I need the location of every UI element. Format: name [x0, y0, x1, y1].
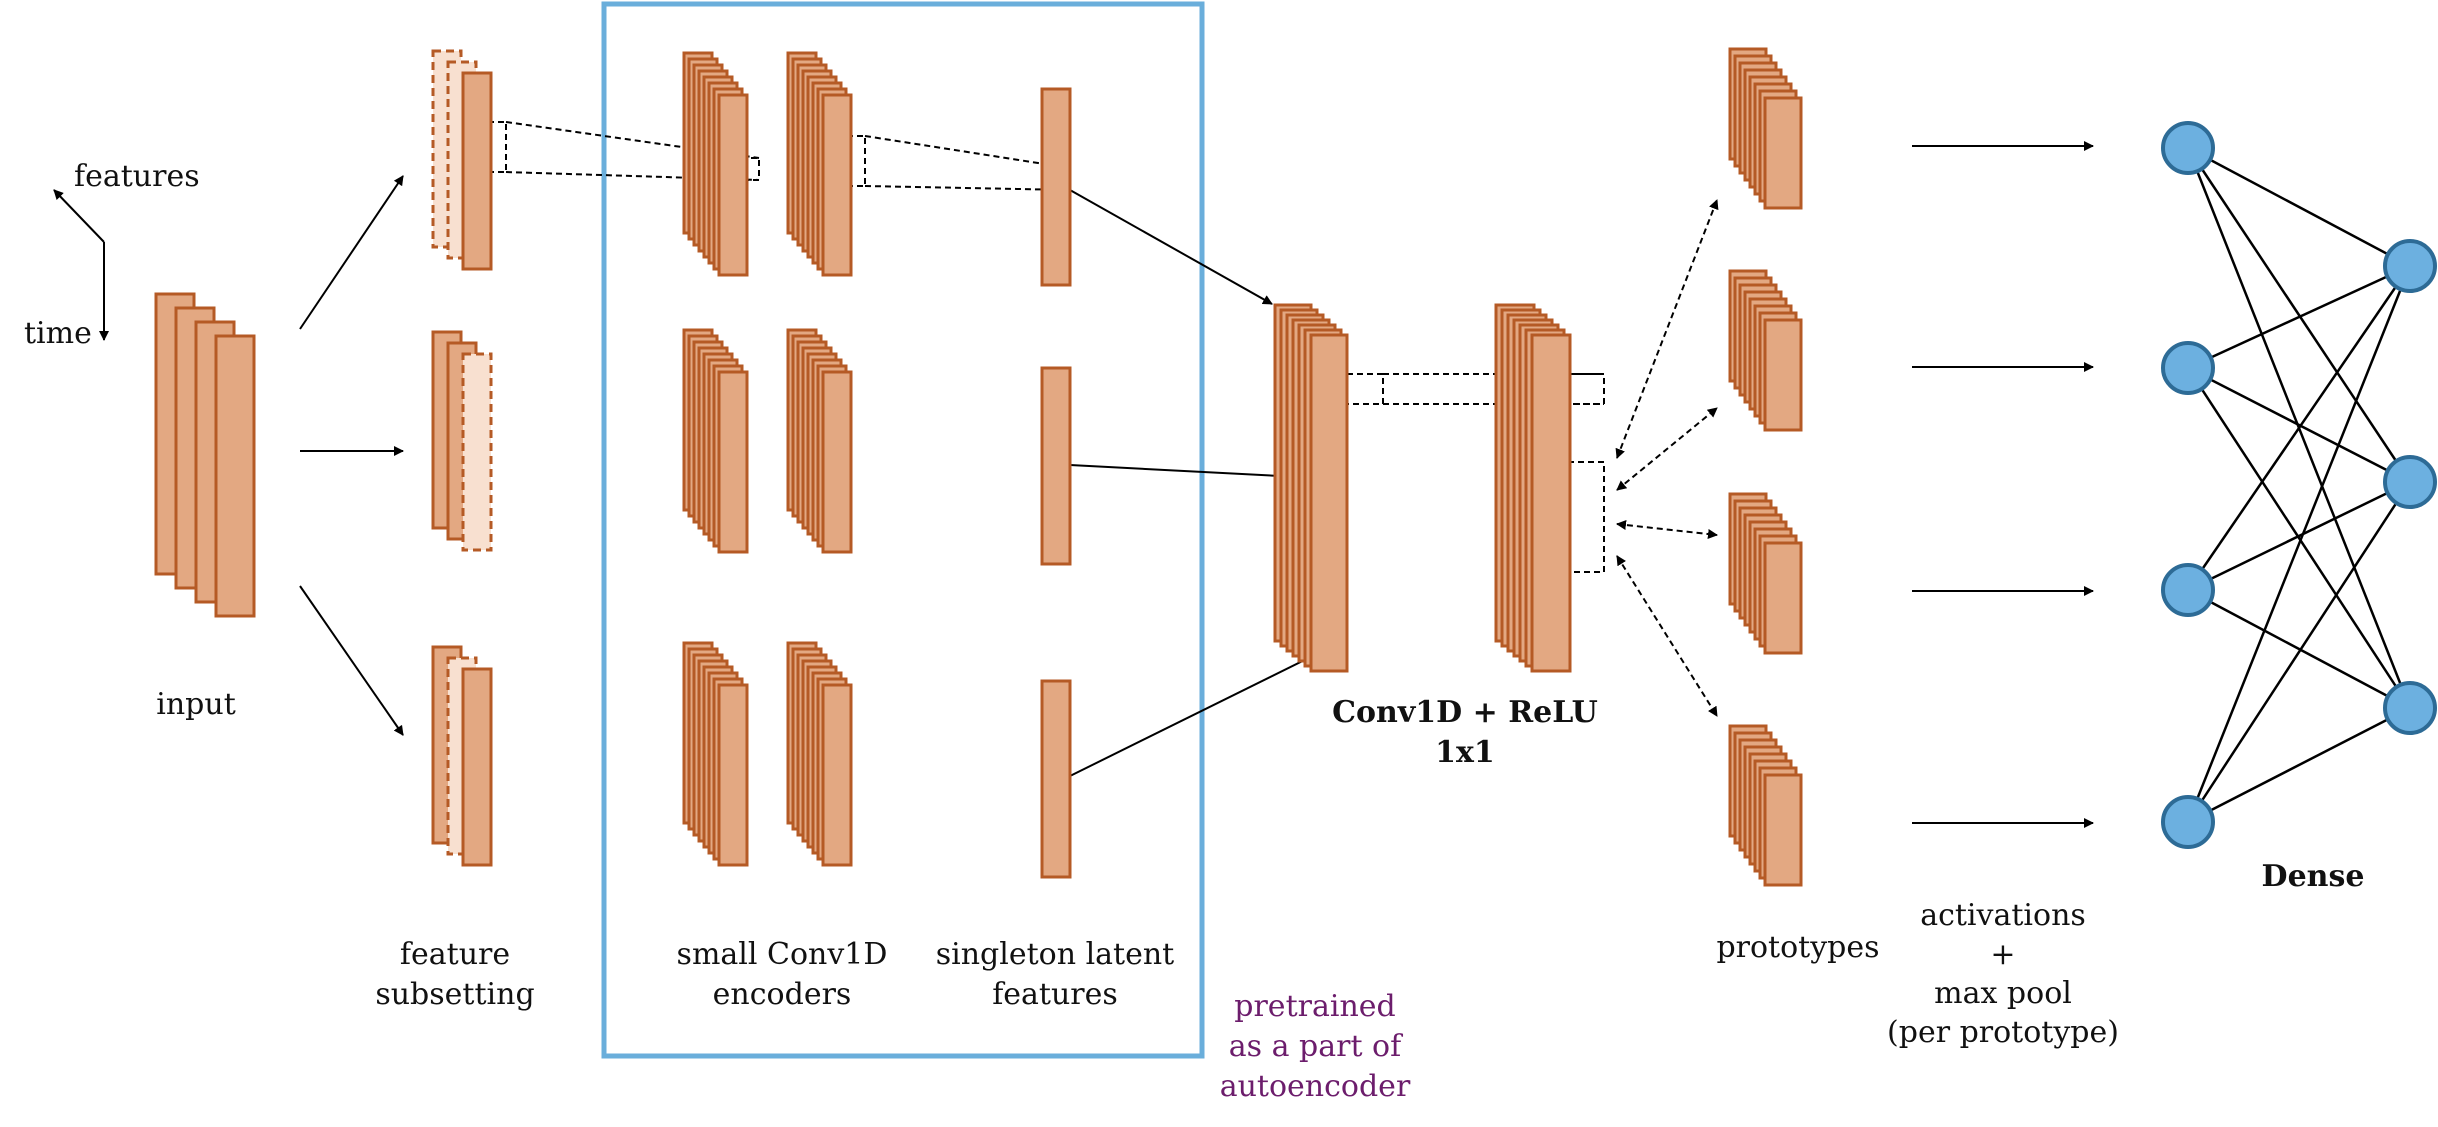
encoder-a-stack-2 [682, 328, 749, 554]
conv-stack-sheet [1530, 333, 1572, 673]
prototypes-label: prototypes [1716, 930, 1879, 965]
activations-label-line2: + [1990, 937, 2015, 972]
encoders-label-line1: small Conv1D [677, 937, 888, 972]
encoder-b-stack-3-sheet [821, 683, 853, 867]
pretrained-box-border [601, 1, 1205, 1059]
feature-subsetting-label-line2: subsetting [375, 977, 534, 1012]
layer-stacks [154, 47, 1803, 887]
encoder-a-stack-2-sheet [717, 370, 749, 554]
prototype-stack-2-sheet [1763, 318, 1803, 432]
conv-label-line2: 1x1 [1435, 735, 1495, 770]
input-label: input [156, 687, 236, 722]
projection-line-bottom-2 [864, 185, 1071, 191]
dense-connection [2187, 706, 2411, 824]
dense-connection [2186, 265, 2412, 591]
dense-network [2161, 121, 2437, 849]
prototype-stack-3-sheet [1763, 541, 1803, 655]
prototype-stack-2 [1728, 269, 1803, 432]
features-axis-label: features [74, 159, 200, 194]
prototype-stack-4 [1728, 724, 1803, 887]
subset-stack-2 [431, 330, 493, 552]
latent-feature-2 [1040, 366, 1072, 566]
receptive-field-merged [1346, 373, 1384, 405]
encoder-b-stack-1-sheet [821, 93, 853, 277]
time-axis-label: time [24, 316, 92, 351]
subset-stack-1-sheet [461, 71, 493, 271]
subset-stack-2-sheet [461, 352, 493, 552]
latent-feature-1 [1040, 87, 1072, 287]
output-neuron-1 [2383, 239, 2437, 293]
activations-label-line4: (per prototype) [1887, 1015, 2119, 1050]
features-axis-arrow [53, 189, 105, 243]
encoder-b-stack-2-sheet [821, 370, 853, 554]
prototype-stack-1-sheet [1763, 96, 1803, 210]
encoder-a-stack-3-sheet [717, 683, 749, 867]
dense-connection [2186, 367, 2412, 709]
conv-label-line1: Conv1D + ReLU [1332, 695, 1598, 730]
input-neuron-1 [2161, 121, 2215, 175]
similarity-arrow-3 [1616, 520, 1718, 539]
prototype-stack-3 [1728, 492, 1803, 655]
input-neuron-2 [2161, 341, 2215, 395]
activations-label-line3: max pool [1934, 976, 2072, 1011]
output-neuron-2 [2383, 455, 2437, 509]
encoders-label-line2: encoders [713, 977, 852, 1012]
similarity-arrow-4 [1616, 555, 1718, 717]
dense-connection [2186, 147, 2412, 483]
prototype-window [1567, 461, 1605, 573]
arrow-to-subset-1 [299, 175, 404, 330]
encoder-b-stack-2 [786, 328, 853, 554]
subset-stack-3 [431, 645, 493, 867]
output-neuron-3 [2383, 681, 2437, 735]
pretrained-autoencoder-box [601, 1, 1205, 1059]
dense-connection [2187, 146, 2411, 268]
activations-label-line1: activations [1920, 898, 2086, 933]
subset-stack-3-sheet [461, 667, 493, 867]
arrow-latent-1-to-merged [1069, 189, 1273, 305]
encoder-b-stack-1 [786, 51, 853, 277]
connector-lines [53, 121, 2094, 828]
projection-line-top-2 [864, 135, 1071, 169]
pretrained-label-line1: pretrained [1234, 989, 1395, 1024]
dense-connection [2186, 265, 2412, 823]
feature-subsetting-label-line1: feature [400, 937, 510, 972]
latent-label-line1: singleton latent [936, 937, 1175, 972]
prototype-stack-4-sheet [1763, 773, 1803, 887]
dense-connection [2186, 481, 2412, 823]
encoder-a-stack-1 [682, 51, 749, 277]
input-stack [154, 292, 256, 618]
arrow-to-subset-3 [299, 585, 404, 736]
prototype-stack-1 [1728, 47, 1803, 210]
latent-feature-3 [1040, 679, 1072, 879]
dense-connection [2187, 588, 2411, 710]
conv-stack [1494, 303, 1572, 673]
subset-stack-1 [431, 49, 493, 271]
input-stack-sheet [214, 334, 256, 618]
latent-label-line2: features [992, 977, 1118, 1012]
merged-stack-sheet [1309, 333, 1349, 673]
merged-stack [1273, 303, 1349, 673]
similarity-arrow-2 [1616, 407, 1718, 491]
encoder-a-stack-3 [682, 641, 749, 867]
encoder-a-stack-1-sheet [717, 93, 749, 277]
arrow-latent-3-to-merged [1069, 640, 1344, 777]
input-neuron-3 [2161, 563, 2215, 617]
input-neuron-4 [2161, 795, 2215, 849]
dense-connection [2187, 480, 2411, 592]
dense-label: Dense [2262, 859, 2365, 894]
encoder-b-stack-3 [786, 641, 853, 867]
pretrained-label-line2: as a part of [1229, 1029, 1403, 1064]
similarity-arrow-1 [1615, 199, 1719, 459]
dense-connection [2187, 264, 2411, 370]
dense-connection [2187, 366, 2411, 484]
pretrained-label-line3: autoencoder [1220, 1069, 1411, 1104]
receptive-field-conv [1567, 373, 1605, 405]
